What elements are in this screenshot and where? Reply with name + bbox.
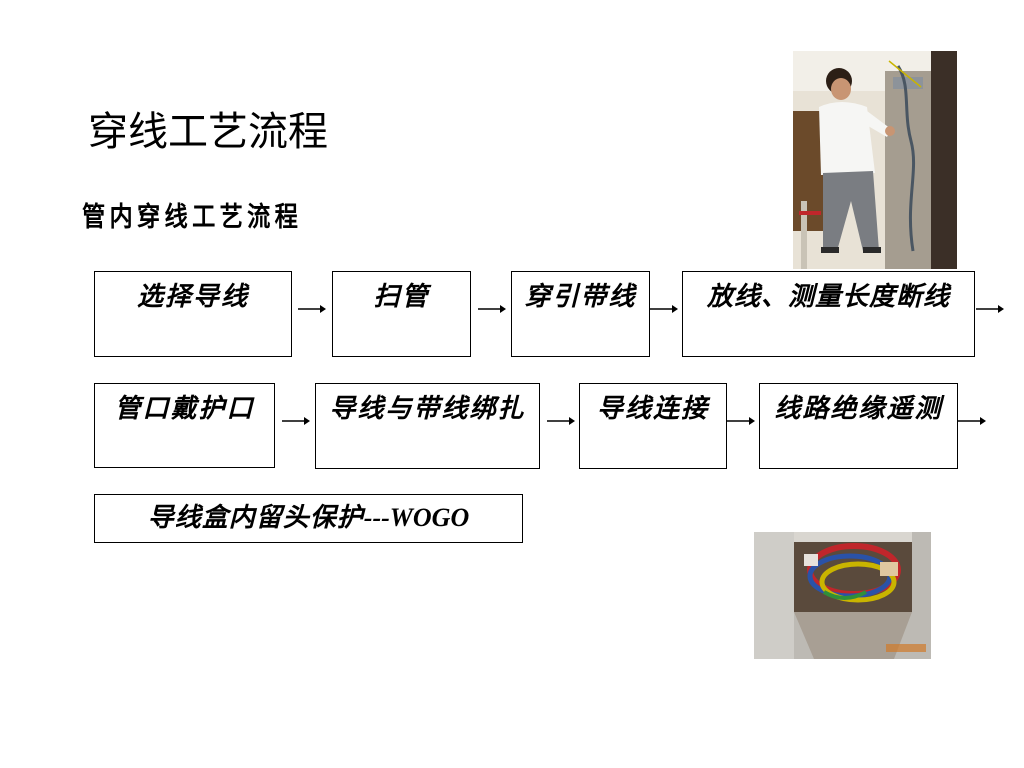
arrow-right-icon: [282, 416, 310, 426]
step-sweep-pipe: 扫管: [332, 271, 471, 357]
step-lay-measure-cut: 放线、测量长度断线: [682, 271, 975, 357]
step-box-lead-protection: 导线盒内留头保护---WOGO: [94, 494, 523, 543]
page-title: 穿线工艺流程: [88, 106, 328, 158]
step-box-lead-protection-latin: ---WOGO: [364, 503, 469, 532]
step-bind-wire: 导线与带线绑扎: [315, 383, 540, 469]
step-connect-wire: 导线连接: [579, 383, 727, 469]
step-select-wire: 选择导线: [94, 271, 292, 357]
step-fit-bushing: 管口戴护口: [94, 383, 275, 468]
page-subtitle: 管内穿线工艺流程: [82, 200, 302, 236]
step-thread-leader: 穿引带线: [511, 271, 650, 357]
worker-threading-photo: [793, 51, 957, 269]
step-insulation-test: 线路绝缘遥测: [759, 383, 958, 469]
step-box-lead-protection-cn: 导线盒内留头保护: [148, 503, 364, 533]
junction-box-photo: [754, 532, 931, 659]
arrow-right-icon: [727, 416, 755, 426]
arrow-right-icon: [547, 416, 575, 426]
arrow-right-icon: [650, 304, 678, 314]
arrow-right-icon: [478, 304, 506, 314]
arrow-right-icon: [958, 416, 986, 426]
arrow-right-icon: [976, 304, 1004, 314]
arrow-right-icon: [298, 304, 326, 314]
